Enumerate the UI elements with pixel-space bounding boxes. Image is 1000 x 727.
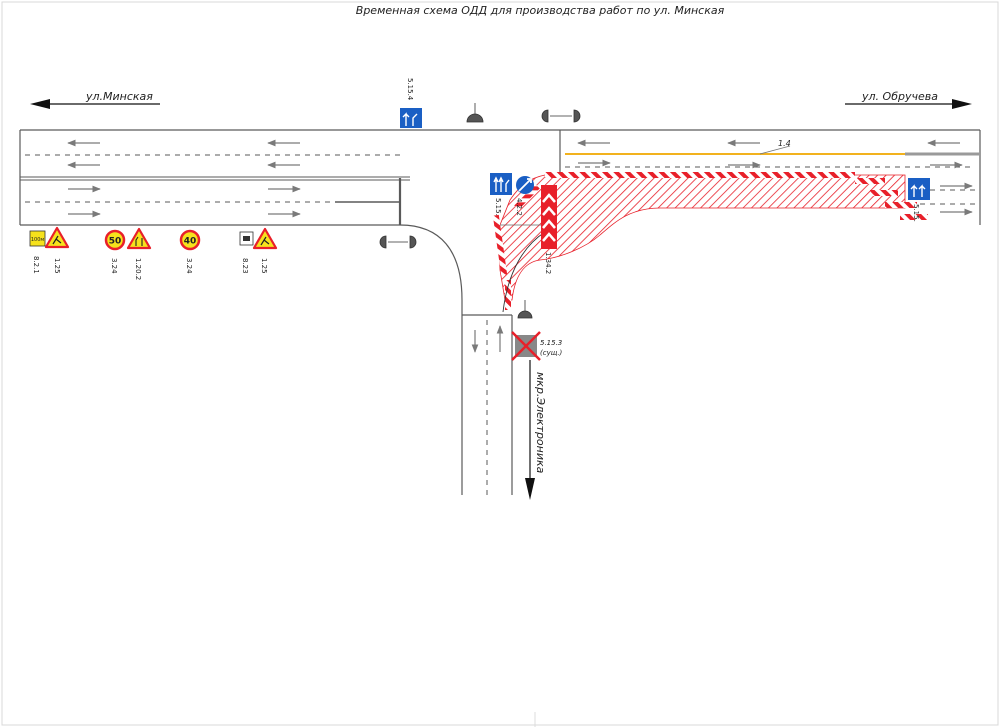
traffic-light-left	[379, 235, 417, 249]
street-name-minskaya: ул.Минская	[85, 90, 153, 103]
label-8-2-1: 8.2.1	[32, 256, 40, 274]
street-arrow-right	[845, 99, 972, 109]
label-5-15-left: 5.15.	[494, 198, 502, 216]
label-1-25-b: 1.25	[260, 258, 268, 274]
sign-1-20-2	[126, 227, 152, 250]
sign-8-23-plate	[239, 231, 254, 246]
sign-8-2-1-plate: 100м	[29, 230, 46, 247]
label-4-2-2: 4.2.2	[515, 198, 523, 216]
street-arrow-bottom	[525, 360, 535, 500]
sign-4-2-2	[516, 176, 534, 194]
street-name-obrucheva: ул. Обручева	[861, 90, 938, 103]
traffic-light-top-2	[541, 109, 581, 123]
sign-5-15-left	[490, 173, 512, 195]
speed-limit-50: 50	[109, 237, 122, 247]
sign-5-15-4	[400, 108, 422, 128]
marking-leader	[759, 145, 791, 155]
label-1-20-2: 1.20.2	[134, 258, 142, 280]
label-8-23: 8.23	[241, 258, 249, 274]
sign-1-25-a	[44, 226, 70, 249]
sign-5-15-3-crossed	[511, 331, 541, 361]
street-name-elektronika: мкр.Электроника	[534, 372, 547, 474]
label-1-34-2: 1.34.2	[544, 252, 552, 274]
street-arrow-left	[30, 99, 160, 109]
scheme-title: Временная схема ОДД для производства раб…	[356, 4, 725, 17]
label-5-15-3: 5.15.3	[540, 339, 562, 347]
label-1-25-a: 1.25	[53, 258, 61, 274]
work-zone-hatched	[497, 174, 906, 301]
traffic-light-top-1	[466, 103, 484, 123]
sign-3-24-50: 50	[104, 229, 126, 251]
sign-1-25-b	[252, 227, 278, 250]
work-zone-barriers	[492, 172, 928, 310]
label-5-15-4: 5.15.4	[406, 78, 414, 101]
plate-distance: 100м	[31, 237, 45, 243]
lane-arrows	[67, 139, 973, 353]
label-3-24-b: 3.24	[185, 258, 193, 274]
label-3-24-a: 3.24	[110, 258, 118, 274]
marking-label: 1.4	[778, 139, 791, 148]
sign-5-15-right	[908, 178, 930, 200]
chevron-sign-1-34-2	[541, 185, 557, 249]
label-5-15-right: 5.15.	[912, 204, 920, 222]
label-5-15-3-note: (сущ.)	[540, 349, 563, 357]
work-zone-curve	[502, 231, 546, 313]
speed-limit-40: 40	[184, 237, 197, 247]
centre-line-left	[20, 176, 410, 181]
sign-3-24-40: 40	[179, 229, 201, 251]
traffic-light-bottom	[517, 300, 533, 319]
